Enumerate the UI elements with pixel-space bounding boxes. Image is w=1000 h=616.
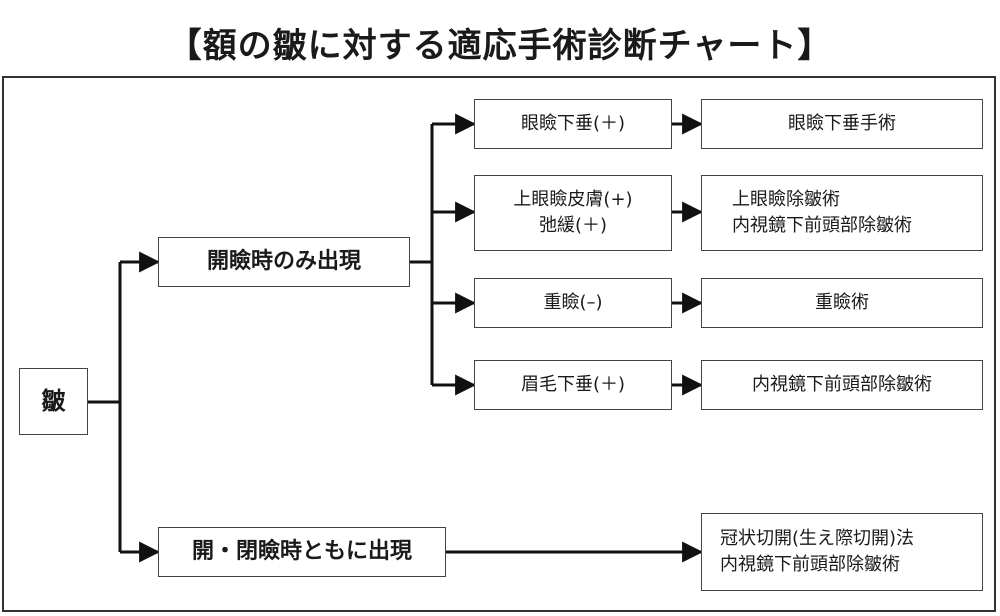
surgery-open-and-closed: 冠状切開(生え際切開)法 内視鏡下前頭部除皺術 (701, 513, 983, 591)
surgery-double-eyelid: 重瞼術 (701, 278, 983, 328)
surgery-line: 内視鏡下前頭部除皺術 (732, 215, 912, 236)
surgery-skin-laxity: 上眼瞼除皺術 内視鏡下前頭部除皺術 (701, 175, 983, 251)
surgery-line: 重瞼術 (815, 291, 869, 313)
diagram-frame (2, 76, 996, 612)
branch-open-and-closed-label: 開・閉瞼時ともに出現 (191, 539, 412, 565)
condition-line: 弛緩(＋) (538, 215, 608, 236)
chart-title: 【額の皺に対する適応手術診断チャート】 (167, 26, 833, 66)
condition-line: 眼瞼下垂(＋) (520, 112, 626, 134)
condition-ptosis: 眼瞼下垂(＋) (474, 99, 672, 149)
condition-double-eyelid: 重瞼(–) (474, 278, 672, 328)
root-label: 皺 (41, 387, 66, 416)
surgery-line: 眼瞼下垂手術 (788, 112, 896, 134)
surgery-line: 上眼瞼除皺術 (732, 188, 840, 210)
surgery-line: 内視鏡下前頭部除皺術 (720, 554, 900, 575)
surgery-line: 内視鏡下前頭部除皺術 (752, 373, 932, 395)
branch-open-only: 開瞼時のみ出現 (158, 237, 410, 287)
condition-line: 上眼瞼皮膚(+) (513, 188, 633, 210)
root-node: 皺 (19, 368, 88, 435)
branch-open-only-label: 開瞼時のみ出現 (206, 249, 361, 275)
surgery-ptosis: 眼瞼下垂手術 (701, 99, 983, 149)
condition-line: 眉毛下垂(＋) (520, 373, 626, 395)
condition-line: 重瞼(–) (543, 291, 603, 313)
condition-brow-ptosis: 眉毛下垂(＋) (474, 360, 672, 410)
surgery-brow-ptosis: 内視鏡下前頭部除皺術 (701, 360, 983, 410)
branch-open-and-closed: 開・閉瞼時ともに出現 (158, 527, 446, 577)
surgery-line: 冠状切開(生え際切開)法 (720, 527, 915, 549)
condition-skin-laxity: 上眼瞼皮膚(+) 弛緩(＋) (474, 175, 672, 251)
